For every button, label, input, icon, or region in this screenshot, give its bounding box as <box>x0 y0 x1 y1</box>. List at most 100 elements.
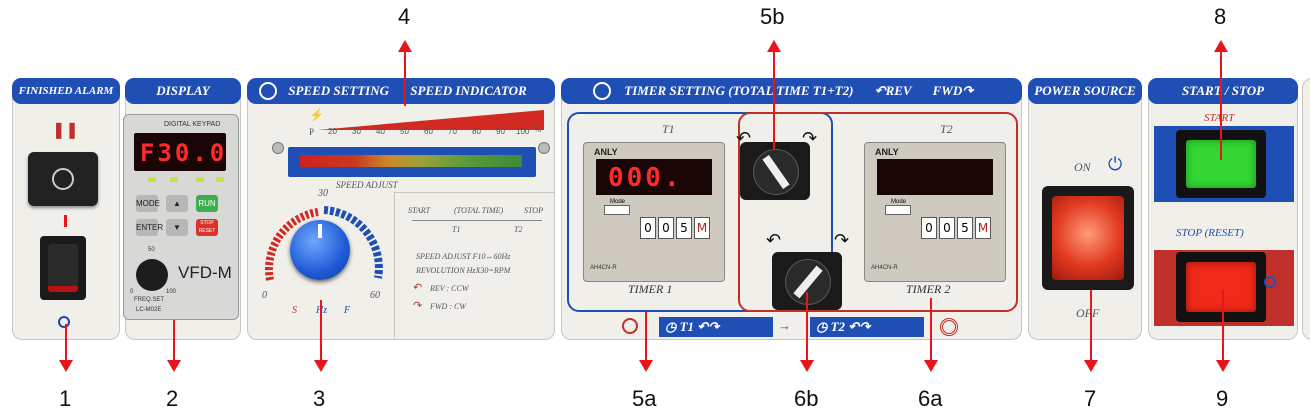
timer2-model: AH4CN-R <box>871 265 898 271</box>
speed-indicator-label: SPEED INDICATOR <box>410 83 527 98</box>
alarm-on-mark <box>64 215 67 227</box>
arrow-7 <box>1090 290 1092 364</box>
power-icon: ⏻ <box>1108 154 1123 174</box>
speed-divider-top <box>394 192 554 193</box>
callout-3: 3 <box>313 386 326 411</box>
power-switch[interactable] <box>1042 186 1134 290</box>
timer1-digit-2[interactable]: 0 <box>658 217 674 239</box>
callout-1: 1 <box>59 386 72 411</box>
timer2-title: T2 <box>940 122 953 136</box>
t1-bar: ◷ T1 ↶↷ <box>659 317 773 337</box>
speed-ramp <box>318 110 544 130</box>
callout-7: 7 <box>1084 386 1097 411</box>
stop-reset-button[interactable]: STOP RESET <box>196 219 218 236</box>
timer1-brand: ANLY <box>594 147 618 157</box>
scale-30: 30 <box>352 127 361 136</box>
timer-off-mark <box>622 318 638 334</box>
arrow-8 <box>1220 50 1222 160</box>
t1-t2-arrow: → <box>778 318 791 333</box>
vfd-display: F30.0 <box>134 133 226 171</box>
timer1-mode-switch[interactable] <box>604 205 630 215</box>
finished-alarm-header: FINISHED ALARM <box>12 78 120 104</box>
timer1-mode-label: Mode <box>610 199 626 205</box>
up-button[interactable]: ▲ <box>166 195 188 212</box>
timer1-title: T1 <box>662 122 675 136</box>
selector-5b-knob <box>753 149 799 195</box>
timer1-digit-1[interactable]: 0 <box>640 217 656 239</box>
note-fwd: FWD : CW <box>430 302 466 311</box>
arrow-4 <box>404 50 406 106</box>
selector-5b-rev-arrow: ↶ <box>736 128 752 148</box>
scale-40: 40 <box>376 127 385 136</box>
timer2-display <box>877 159 993 195</box>
scale-p: P <box>309 127 315 137</box>
led-row <box>140 177 224 183</box>
keypad-label: DIGITAL KEYPAD <box>164 121 221 128</box>
timer1-digit-3[interactable]: 5 <box>676 217 692 239</box>
note-rev: REV : CCW <box>430 284 469 293</box>
dial-30-label: 30 <box>318 188 328 199</box>
callout-2: 2 <box>166 386 179 411</box>
buzzer-wave-icon <box>52 168 74 190</box>
speed-setting-label: SPEED SETTING <box>288 83 390 98</box>
alarm-switch[interactable] <box>40 236 86 300</box>
alarm-switch-rocker <box>48 244 78 292</box>
scale-percent: % <box>534 124 542 134</box>
timer2-digit-2[interactable]: 0 <box>939 217 955 239</box>
dial-0-label: 0 <box>262 290 267 301</box>
run-button[interactable]: RUN <box>196 195 218 212</box>
alarm-signal-icon: ❚❚ <box>52 122 79 139</box>
timer2-brand: ANLY <box>875 147 899 157</box>
freq-set-knob[interactable] <box>136 259 168 291</box>
timer2-digit-3[interactable]: 5 <box>957 217 973 239</box>
buzzer <box>28 152 98 206</box>
legend-start: START <box>408 206 431 215</box>
callout-4: 4 <box>398 4 411 29</box>
mode-button[interactable]: MODE <box>136 195 160 212</box>
t2-bar-label: T2 <box>830 319 846 334</box>
arrow-1 <box>65 324 67 364</box>
lightning-icon: ⚡ <box>309 108 324 122</box>
timer1: ANLY 000. Mode 0 0 5 M AH4CN-R <box>583 142 725 282</box>
rev-icon: ↶ <box>413 282 423 294</box>
selector-6b-fwd-arrow: ↷ <box>834 230 850 250</box>
speed-adjust-label: SPEED ADJUST <box>336 180 398 190</box>
timer1-name: TIMER 1 <box>628 282 673 296</box>
stop-off-mark <box>1264 276 1276 288</box>
arrow-8-head <box>1214 40 1228 52</box>
freq-set-label: FREQ.SET <box>134 297 165 303</box>
dial-pointer <box>318 224 322 238</box>
enter-button[interactable]: ENTER <box>136 219 163 236</box>
speed-led-bar <box>288 147 536 177</box>
callout-5a: 5a <box>632 386 657 411</box>
selector-5b[interactable] <box>740 142 810 200</box>
scale-20: 20 <box>328 127 337 136</box>
callout-9: 9 <box>1216 386 1229 411</box>
dial-60-label: 60 <box>370 290 380 301</box>
selector-6b[interactable] <box>772 252 842 310</box>
display-header: DISPLAY <box>125 78 241 104</box>
timer1-frame <box>567 112 833 312</box>
scale-70: 70 <box>448 127 457 136</box>
timer1-model: AH4CN-R <box>590 265 617 271</box>
speed-dial-knob[interactable] <box>290 220 350 280</box>
timer2-digit-1[interactable]: 0 <box>921 217 937 239</box>
arrow-6b-head <box>800 360 814 372</box>
arrow-2 <box>173 320 175 364</box>
arrow-9 <box>1222 290 1224 364</box>
timer2-unit[interactable]: M <box>975 217 991 239</box>
speed-divider-side <box>394 192 395 340</box>
timer1-unit[interactable]: M <box>694 217 710 239</box>
timer1-display-value: 000. <box>608 163 683 193</box>
arrow-6a-head <box>924 360 938 372</box>
timer2-mode-switch[interactable] <box>885 205 911 215</box>
speed-dial-scale <box>265 206 383 281</box>
callout-6a: 6a <box>918 386 943 411</box>
knob-100-label: 100 <box>166 289 177 295</box>
arrow-5b-head <box>767 40 781 52</box>
stop-button[interactable] <box>1176 252 1266 322</box>
arrow-1-head <box>59 360 73 372</box>
power-on-label: ON <box>1074 160 1091 174</box>
down-button[interactable]: ▼ <box>166 219 188 236</box>
scale-80: 80 <box>472 127 481 136</box>
